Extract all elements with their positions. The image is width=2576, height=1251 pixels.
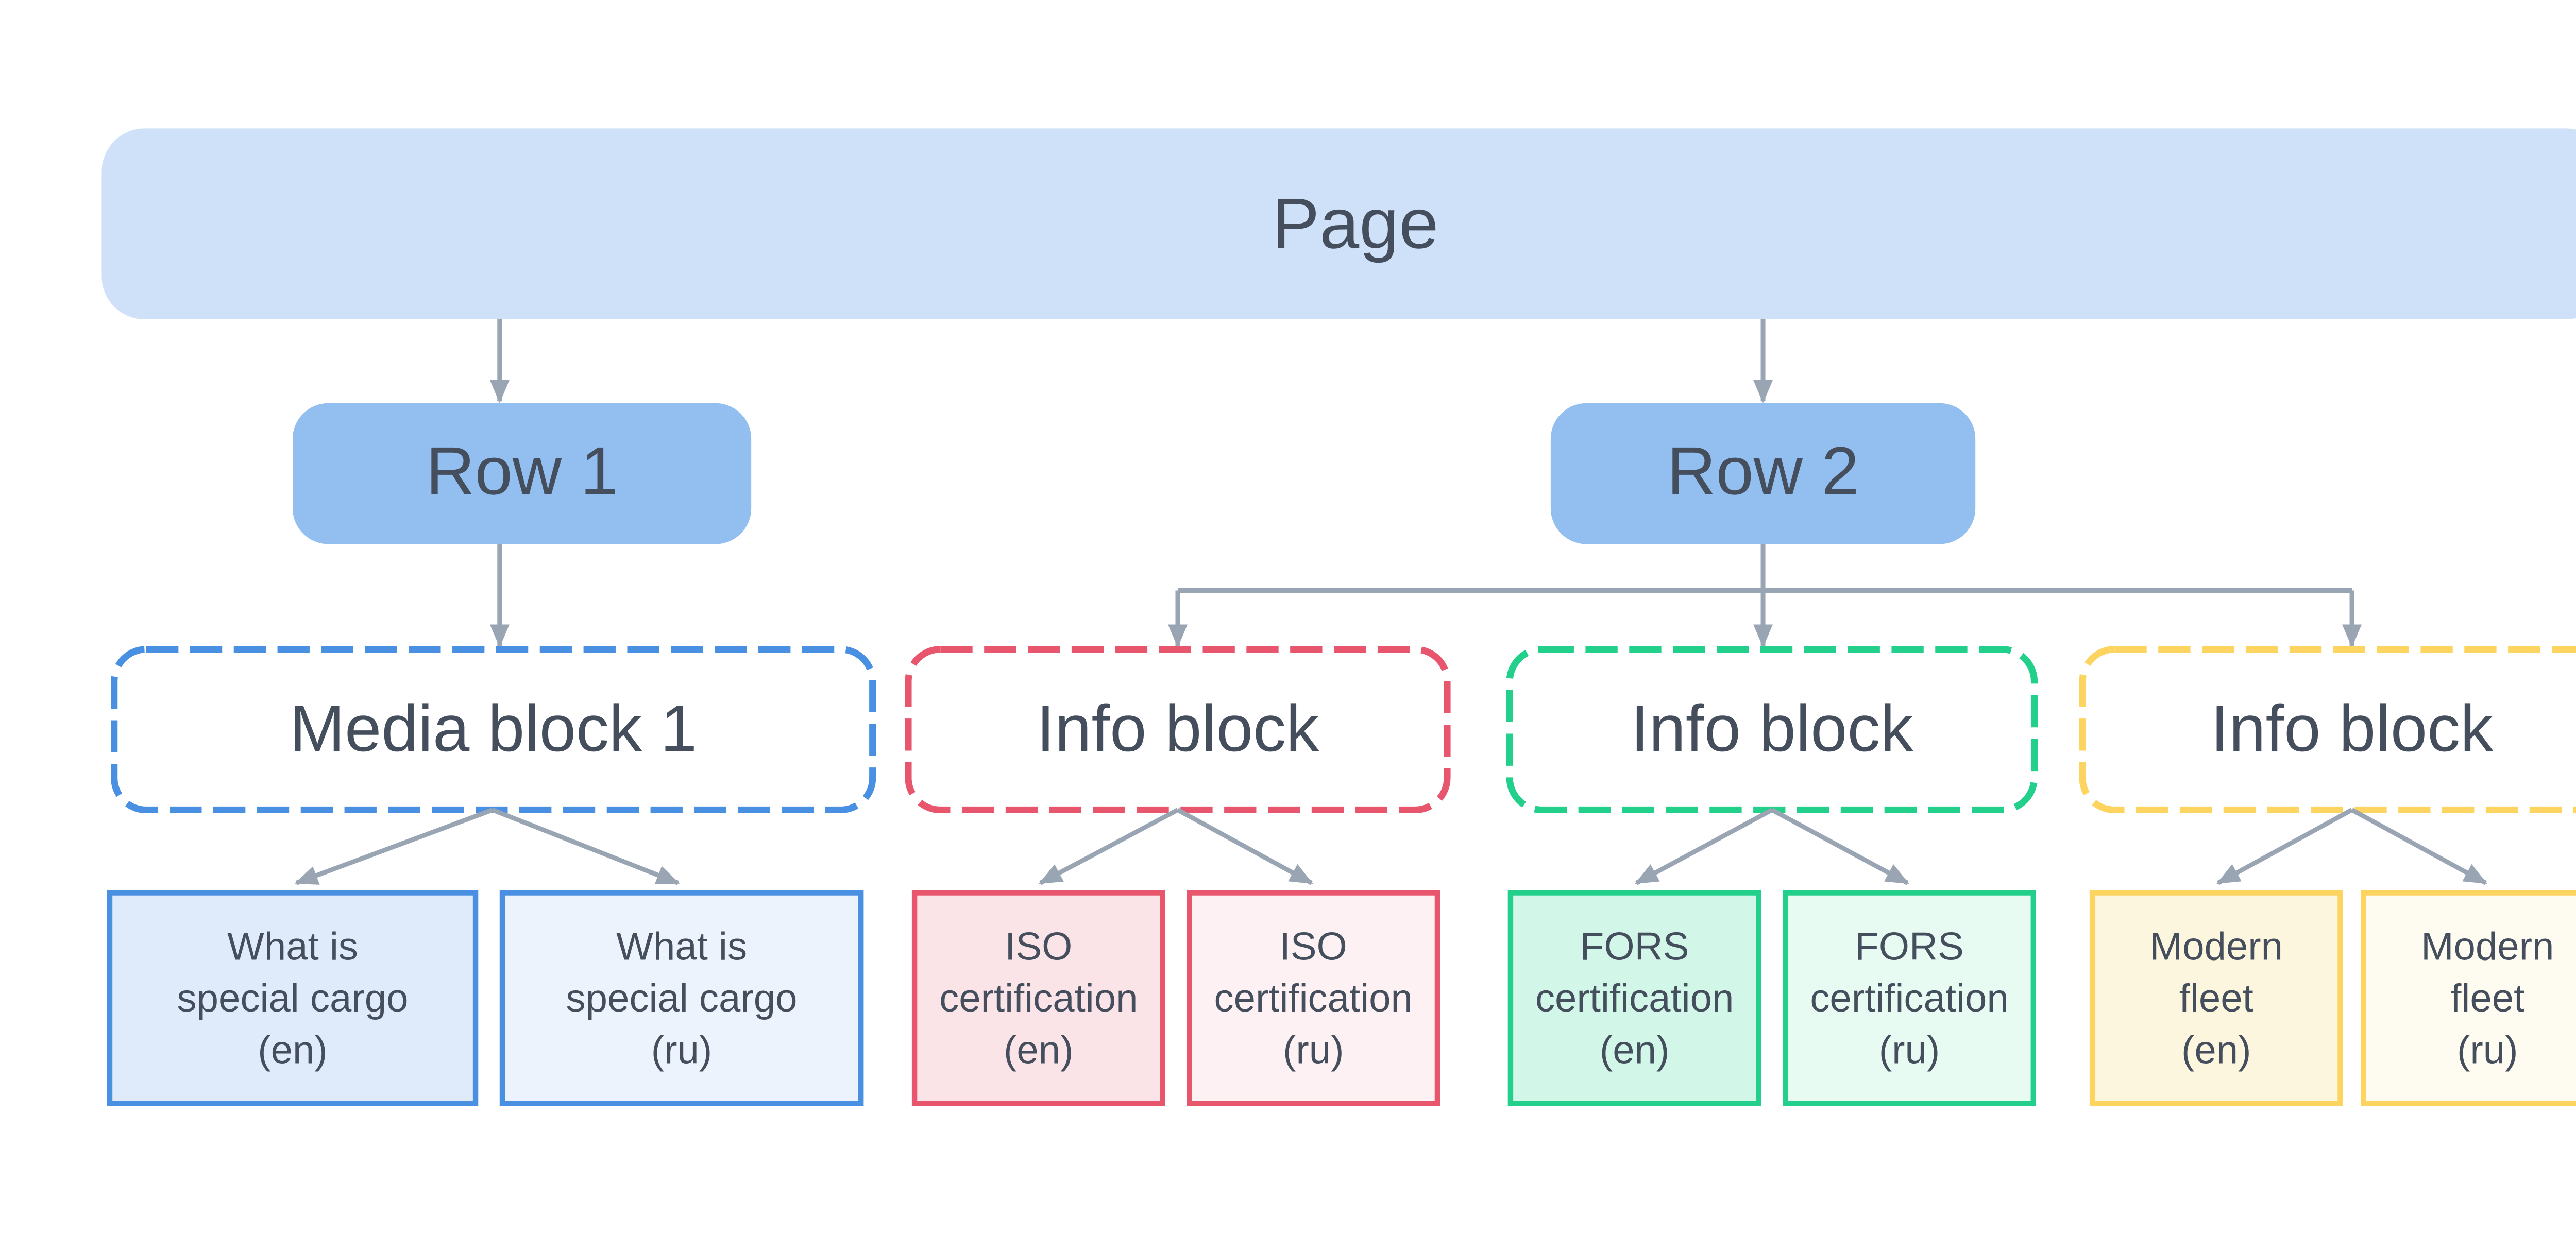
leaf-label: ISO certification (en) <box>939 924 1138 1072</box>
info-block-red-label: Info block <box>1036 692 1319 765</box>
row1-node: Row 1 <box>293 403 752 544</box>
arrow-media-to-leaf-ru <box>492 808 680 885</box>
media-block-label: Media block 1 <box>290 692 698 765</box>
info-block-red-outline <box>905 646 1451 814</box>
leaf-label: FORS certification (en) <box>1535 924 1734 1072</box>
row1-node-label: Row 1 <box>426 435 618 510</box>
info-block-green-node: Info block <box>1510 649 2034 810</box>
leaf-label: FORS certification (ru) <box>1810 924 2009 1072</box>
leaf-label: What is special cargo (ru) <box>566 924 798 1072</box>
leaf-fors-certification-ru: FORS certification (ru) <box>1783 890 2036 1106</box>
leaf-iso-certification-ru: ISO certification (ru) <box>1187 890 1440 1106</box>
info-block-yellow-outline <box>2079 646 2576 814</box>
leaf-what-is-special-cargo-en: What is special cargo (en) <box>107 890 479 1106</box>
row2-node-label: Row 2 <box>1667 435 1859 510</box>
info-block-red-node: Info block <box>908 649 1447 810</box>
arrow-info-red-to-leaf-en <box>1039 808 1179 885</box>
media-block-node: Media block 1 <box>114 649 873 810</box>
leaf-fors-certification-en: FORS certification (en) <box>1507 890 1761 1106</box>
leaf-what-is-special-cargo-ru: What is special cargo (ru) <box>499 890 864 1106</box>
arrow-info-red-to-leaf-ru <box>1176 808 1313 885</box>
arrow-info-green-to-leaf-en <box>1635 808 1773 885</box>
info-block-green-label: Info block <box>1631 692 1913 765</box>
leaf-label: ISO certification (ru) <box>1214 924 1413 1072</box>
arrow-media-to-leaf-en <box>294 808 494 885</box>
leaf-label: Modern fleet (en) <box>2149 924 2283 1072</box>
page-node: Page <box>101 128 2576 319</box>
arrow-info-yellow-to-leaf-en <box>2216 808 2353 885</box>
row2-node: Row 2 <box>1550 403 1976 544</box>
leaf-label: Modern fleet (ru) <box>2421 924 2554 1072</box>
info-block-yellow-label: Info block <box>2210 692 2494 765</box>
leaf-modern-fleet-ru: Modern fleet (ru) <box>2361 890 2576 1106</box>
arrow-info-yellow-to-leaf-ru <box>2350 808 2487 885</box>
leaf-label: What is special cargo (en) <box>177 924 409 1072</box>
arrow-info-green-to-leaf-ru <box>1771 808 1909 885</box>
leaf-modern-fleet-en: Modern fleet (en) <box>2089 890 2343 1106</box>
info-block-yellow-node: Info block <box>2082 649 2576 810</box>
leaf-iso-certification-en: ISO certification (en) <box>911 890 1165 1106</box>
page-node-label: Page <box>1272 184 1439 263</box>
